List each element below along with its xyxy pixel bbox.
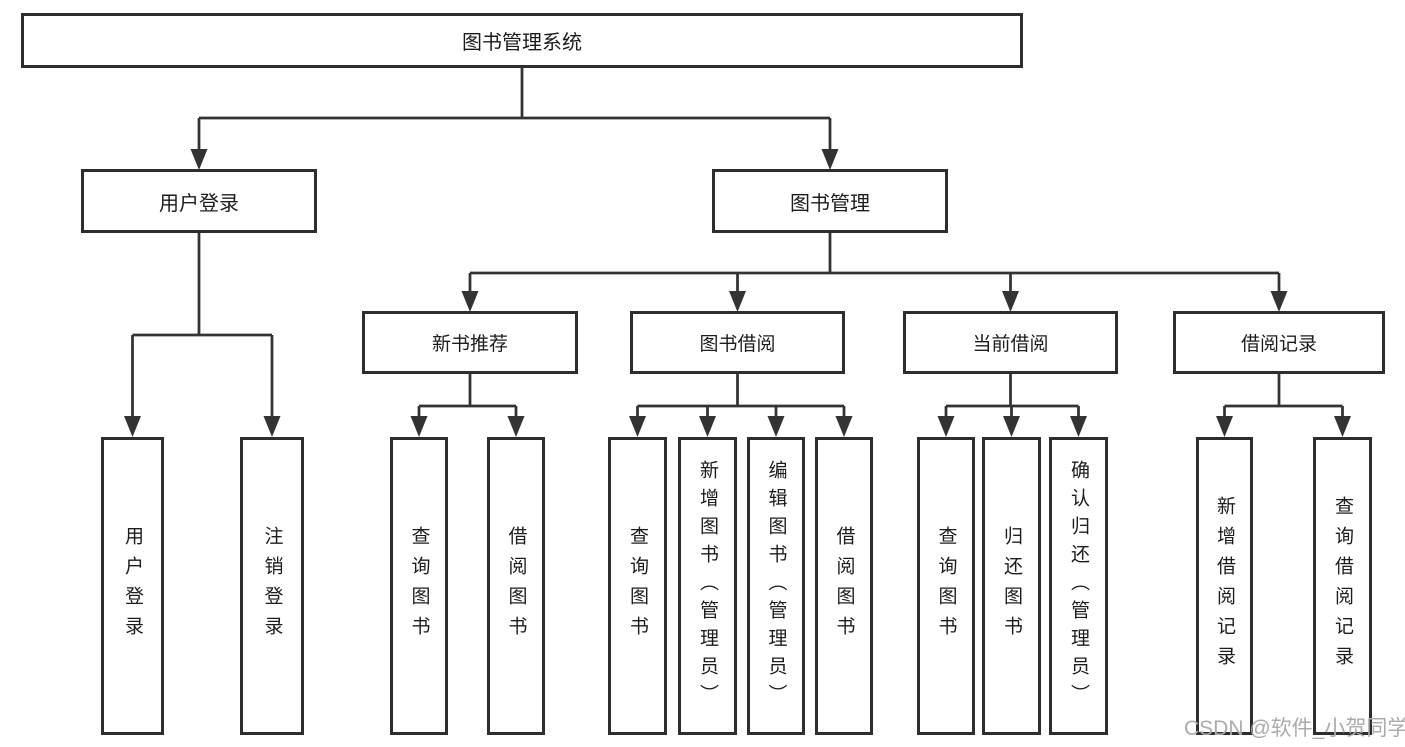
leaf-borrowing-add-books-admin: 新增图书（管理员） (678, 437, 737, 735)
leaf-borrowing-borrow-books: 借阅图书 (815, 437, 873, 735)
csdn-watermark: CSDN @软件_小贺同学 (1184, 717, 1405, 740)
leaf-borrowing-edit-books-admin: 编辑图书（管理员） (747, 437, 805, 735)
node-borrowing-records: 借阅记录 (1173, 311, 1385, 374)
leaf-logout: 注销登录 (240, 437, 304, 735)
node-user-login-branch: 用户登录 (81, 169, 317, 233)
connector-line-segments (131, 68, 1344, 417)
leaf-user-login: 用户登录 (101, 437, 164, 735)
node-book-borrowing: 图书借阅 (630, 311, 845, 374)
leaf-newbooks-borrow-books: 借阅图书 (487, 437, 545, 735)
leaf-records-add-record: 新增借阅记录 (1196, 437, 1253, 735)
leaf-borrowing-search-books: 查询图书 (608, 437, 667, 735)
node-current-borrowing: 当前借阅 (903, 311, 1118, 374)
leaf-current-search-books: 查询图书 (917, 437, 975, 735)
leaf-current-confirm-return-admin: 确认归还（管理员） (1049, 437, 1108, 735)
leaf-current-return-books: 归还图书 (982, 437, 1041, 735)
leaf-records-search-record: 查询借阅记录 (1313, 437, 1372, 735)
node-new-book-recommend: 新书推荐 (362, 311, 578, 374)
connector-arrowheads (124, 149, 1351, 437)
node-book-management-branch: 图书管理 (712, 169, 948, 233)
node-library-management-system: 图书管理系统 (21, 13, 1023, 68)
leaf-newbooks-search-books: 查询图书 (390, 437, 448, 735)
